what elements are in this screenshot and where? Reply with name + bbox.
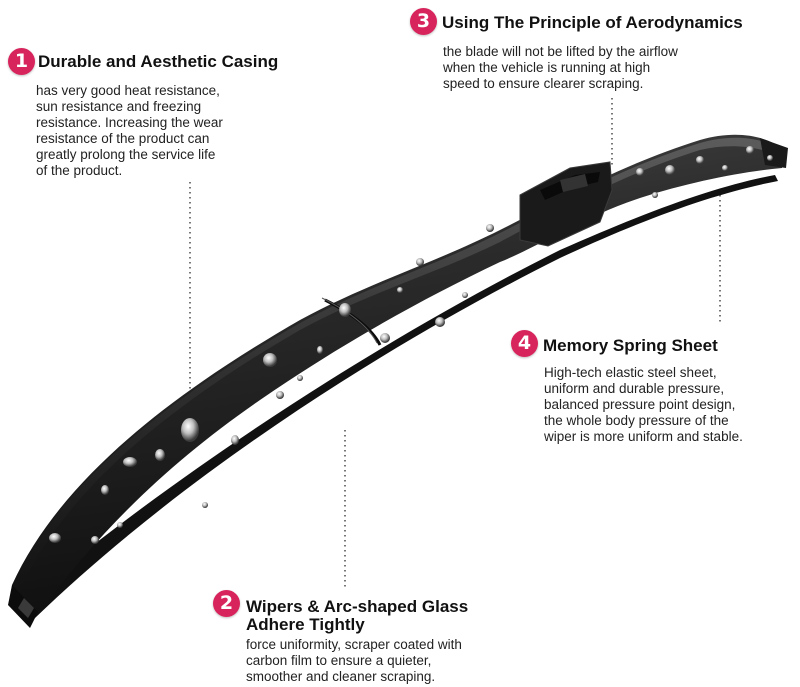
feature-1-desc-line: greatly prolong the service life	[36, 147, 216, 162]
feature-3-desc-line: speed to ensure clearer scraping.	[443, 76, 644, 91]
feature-3-desc-line: when the vehicle is running at high	[443, 60, 651, 75]
feature-1-title: Durable and Aesthetic Casing	[38, 52, 279, 71]
feature-3-title: Using The Principle of Aerodynamics	[442, 13, 743, 32]
feature-4-desc-line: the whole body pressure of the	[544, 413, 729, 428]
feature-2-title-line: Wipers & Arc-shaped Glass	[246, 597, 469, 616]
feature-1-number-badge: 1	[8, 48, 35, 75]
feature-3-desc-line: the blade will not be lifted by the airf…	[443, 44, 678, 59]
feature-4-desc-line: wiper is more uniform and stable.	[544, 429, 743, 444]
feature-1-desc-line: resistance of the product can	[36, 131, 210, 146]
feature-4-number-badge: 4	[511, 330, 538, 357]
feature-2-title-line: Adhere Tightly	[246, 615, 365, 634]
feature-1-desc-line: has very good heat resistance,	[36, 83, 220, 98]
feature-2-title: Wipers & Arc-shaped Glass Adhere Tightly	[246, 598, 468, 634]
water-droplets	[49, 146, 773, 544]
feature-2-desc-line: smoother and cleaner scraping.	[246, 669, 436, 684]
feature-1-desc-line: of the product.	[36, 163, 123, 178]
feature-4-desc-line: uniform and durable pressure,	[544, 381, 725, 396]
leader-lines	[189, 98, 721, 590]
feature-2-desc-line: force uniformity, scraper coated with	[246, 637, 462, 652]
feature-3-description: the blade will not be lifted by the airf…	[443, 44, 678, 92]
feature-1-desc-line: sun resistance and freezing	[36, 99, 202, 114]
feature-3-number-badge: 3	[410, 8, 437, 35]
feature-4-description: High-tech elastic steel sheet, uniform a…	[544, 365, 743, 445]
feature-1-desc-line: resistance. Increasing the wear	[36, 115, 223, 130]
feature-2-desc-line: carbon film to ensure a quieter,	[246, 653, 432, 668]
feature-1-description: has very good heat resistance, sun resis…	[36, 83, 223, 179]
end-cap-right	[760, 138, 788, 168]
feature-2-number-badge: 2	[213, 590, 240, 617]
feature-4-title: Memory Spring Sheet	[543, 336, 718, 355]
feature-2-description: force uniformity, scraper coated with ca…	[246, 637, 462, 685]
feature-4-desc-line: High-tech elastic steel sheet,	[544, 365, 717, 380]
feature-4-desc-line: balanced pressure point design,	[544, 397, 736, 412]
